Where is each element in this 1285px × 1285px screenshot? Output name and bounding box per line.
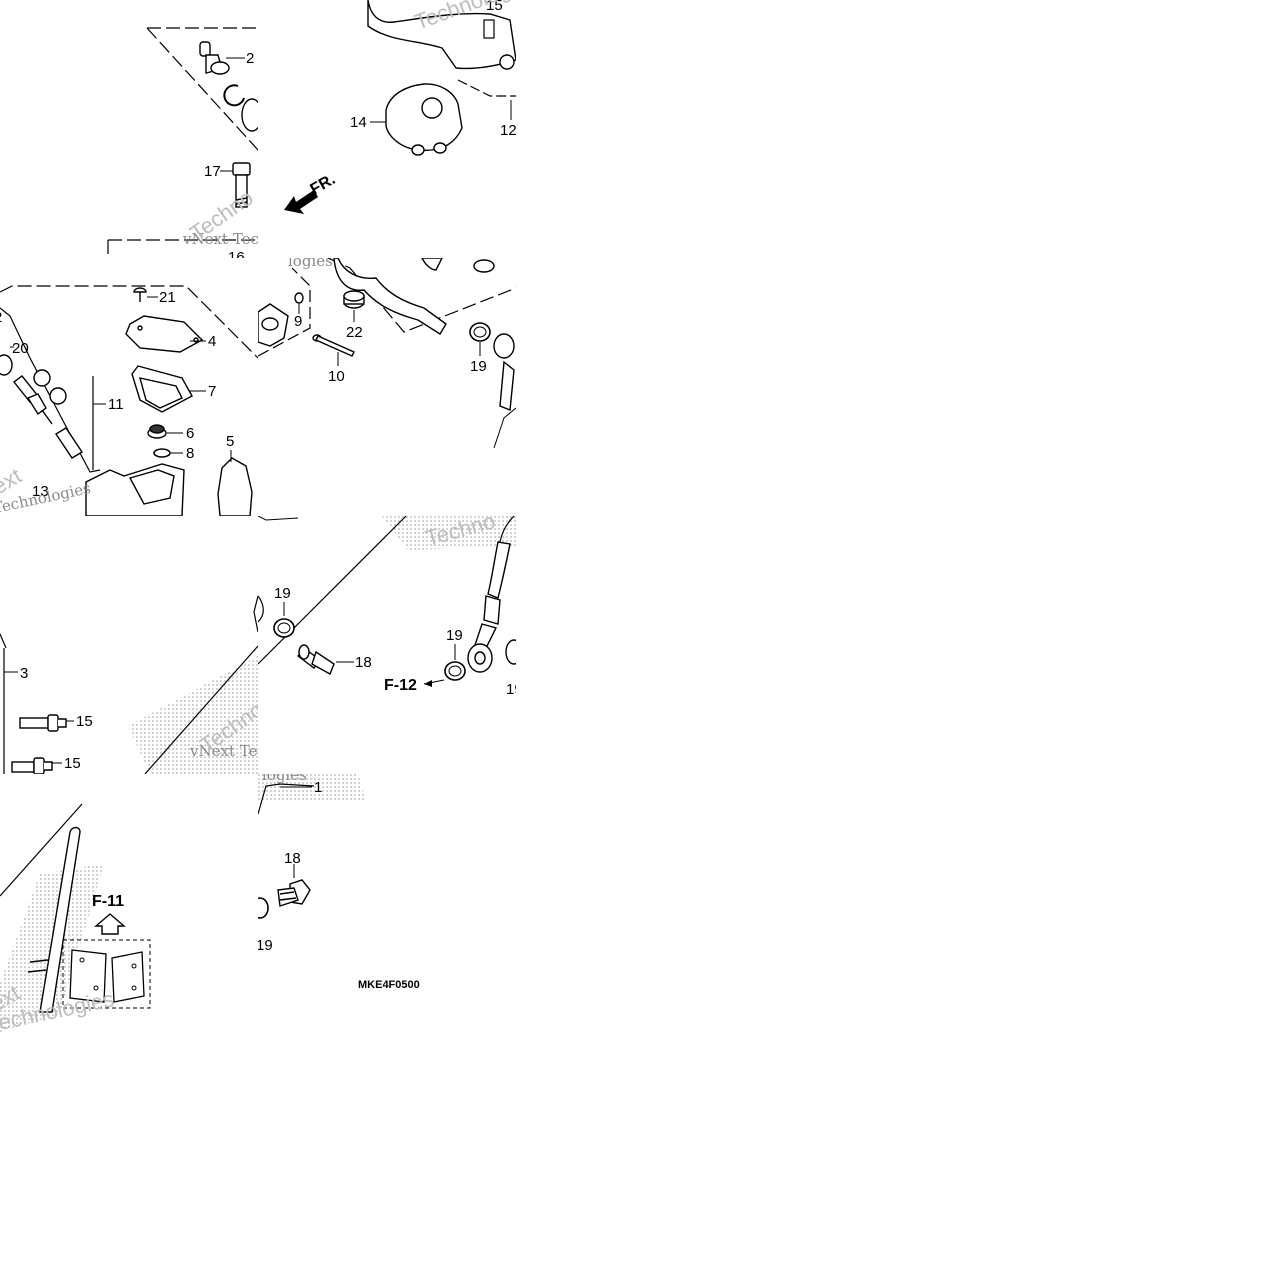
diagram-code: MKE4F0500 [358, 979, 420, 991]
callout-19d: 19 [258, 937, 273, 954]
callout-4: 4 [208, 333, 216, 350]
tile-r0-c1: 15 Technologies 12 14 FR. [258, 0, 516, 258]
bolt-top-part [483, 19, 495, 39]
callout-20: 20 [12, 340, 29, 357]
tile-r1-c1: 9 logies 22 10 19 [258, 258, 516, 516]
washer-19d-part [258, 897, 269, 919]
callout-14: 14 [350, 114, 367, 131]
callout-18a: 18 [355, 654, 372, 671]
callout-13: 13 [32, 483, 49, 500]
callout-19b: 19 [446, 627, 463, 644]
callout-top: 15 [486, 0, 503, 14]
callout-16: 16 [228, 249, 245, 258]
callout-18b: 18 [284, 850, 301, 867]
callout-9: 9 [294, 313, 302, 330]
watermark-logies-2: logies [262, 774, 307, 784]
callout-22: 22 [346, 324, 363, 341]
callout-1: 1 [314, 779, 322, 796]
lever-guard-part [385, 83, 463, 156]
shaded-area-top [382, 516, 516, 550]
callout-6: 6 [186, 425, 194, 442]
bolt-15b-part [11, 757, 53, 774]
holder-5-part [217, 457, 253, 516]
pivot-clamp-part [258, 303, 289, 347]
callout-2: 2 [246, 50, 254, 67]
collar-22-part [343, 290, 365, 309]
watermark-brand: vNext Tec [182, 230, 258, 248]
diaphragm-part [131, 365, 193, 413]
hose-eye-part [493, 333, 515, 411]
callout-19: 19 [470, 358, 487, 375]
callout-19a: 19 [274, 585, 291, 602]
bolt-15a-part [19, 714, 67, 732]
reservoir-bracket-part [27, 826, 81, 1013]
callout-12: 12 [500, 122, 516, 139]
callout-3: 3 [20, 665, 28, 682]
brake-hose-part [467, 541, 516, 673]
reservoir-cap-part [125, 315, 204, 353]
f12-reference: F-12 [384, 677, 445, 694]
pivot-collar-part [199, 41, 230, 75]
tile-r0-c0: 2 17 vNext Tec Techno 16 [0, 0, 258, 258]
callout-10: 10 [328, 368, 345, 385]
callout-8: 8 [186, 445, 194, 462]
shaded-area [128, 656, 258, 774]
ring-part [153, 448, 171, 458]
piston-assembly-part [0, 354, 83, 459]
o-ring-9-part [294, 292, 304, 304]
ref-f12-label: F-12 [384, 677, 417, 694]
bolt-17-part [232, 162, 251, 208]
watermark-logies: logies [288, 258, 333, 270]
grommet-part [147, 424, 167, 439]
tile-r2-c0: 3 15 15 vNext Tec Techno [0, 516, 258, 774]
callout-19c: 19 [506, 681, 516, 698]
ref-f11-label: F-11 [92, 893, 124, 910]
callout-21: 21 [159, 289, 176, 306]
banjo-bolt-18b-part [277, 879, 311, 907]
screw-21-part [133, 287, 147, 302]
callout-15a: 15 [76, 713, 93, 730]
banjo-bolt-18a-part [297, 644, 335, 675]
front-direction-arrow: FR. [284, 171, 338, 214]
master-cylinder-body-part [85, 463, 185, 516]
washer-19b-part [444, 661, 466, 681]
pivot-bolt-10-part [312, 334, 355, 357]
callout-edge: 2 [0, 309, 2, 326]
callout-11: 11 [108, 396, 124, 413]
brake-lever-part [367, 0, 516, 70]
tile-r1-c0: 11 20 2 21 [0, 258, 258, 516]
tile-r2-c1: Techno 19 18 F-12 19 [258, 516, 516, 774]
f11-reference: F-11 [62, 893, 151, 1009]
shaded-area-r3 [258, 774, 366, 802]
tile-r3-c0: F-11 ext echnologies [0, 774, 258, 1032]
callout-15b: 15 [64, 755, 81, 772]
callout-7: 7 [208, 383, 216, 400]
washer-19-part [469, 322, 491, 342]
tile-r3-c1: logies 1 18 19 MKE4F0500 [258, 774, 516, 1032]
callout-5: 5 [226, 433, 234, 450]
watermark-brand-2: vNext Tec [189, 742, 258, 760]
lever-body-part [333, 258, 495, 335]
circlip-part [223, 84, 245, 107]
callout-17: 17 [204, 163, 221, 180]
washer-19a-part [273, 618, 295, 638]
